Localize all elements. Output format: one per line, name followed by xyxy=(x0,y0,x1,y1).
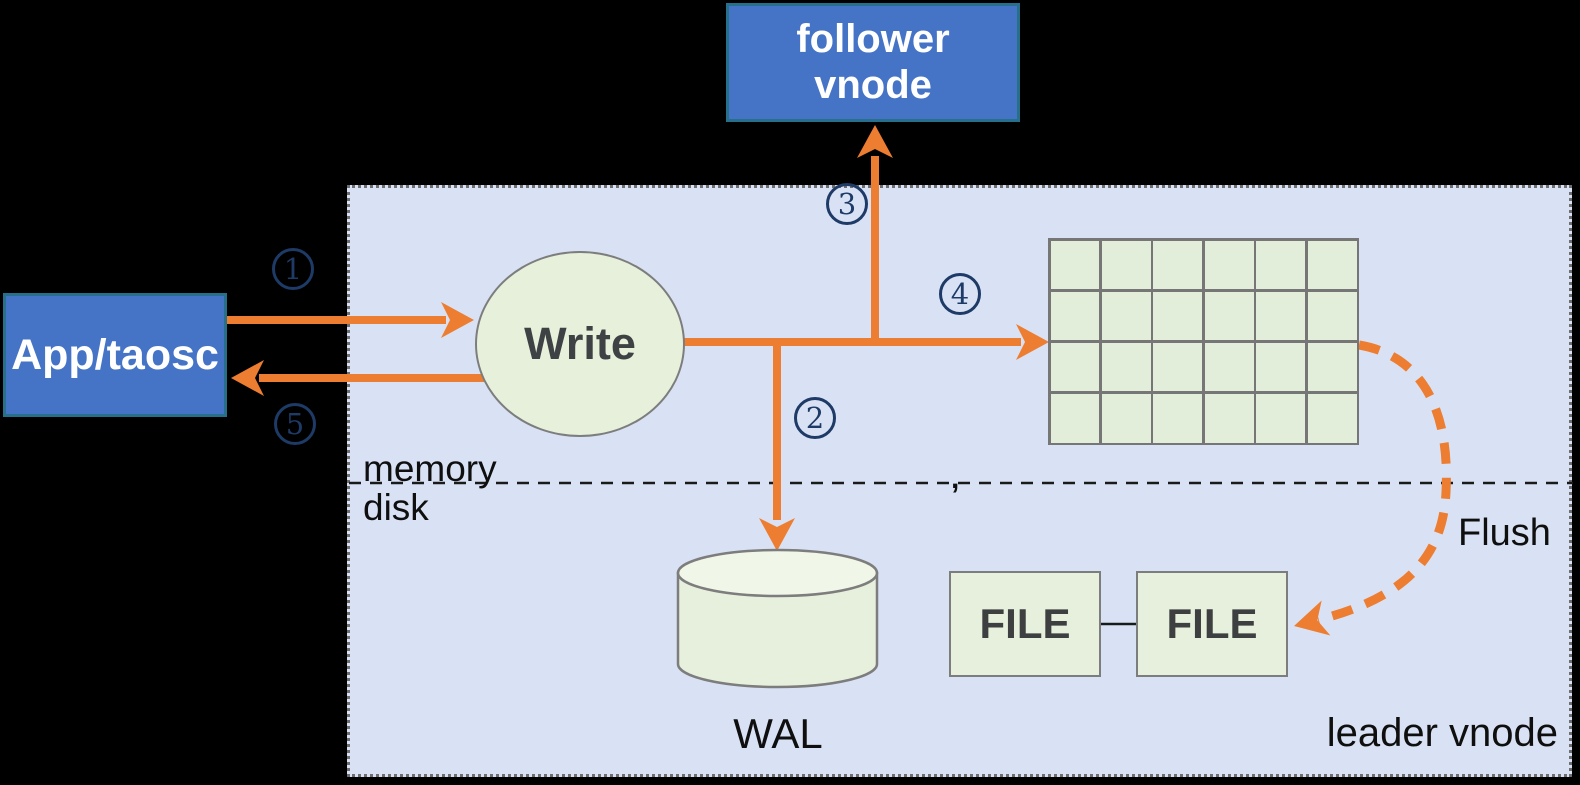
wal-label: WAL xyxy=(733,710,823,757)
divider-stray-mark: , xyxy=(951,462,960,495)
file-label-1: FILE xyxy=(979,600,1071,647)
follower-vnode-node: follower vnode xyxy=(726,3,1020,122)
memtable-cell xyxy=(1204,342,1254,392)
memtable-cell xyxy=(1050,291,1100,341)
step-3-number: 3 xyxy=(837,186,857,221)
disk-label: disk xyxy=(363,487,429,528)
step-1-badge: 1 xyxy=(272,248,314,290)
memtable-cell xyxy=(1204,291,1254,341)
memtable-cell xyxy=(1204,240,1254,290)
memtable-cell xyxy=(1101,393,1151,443)
step-4-number: 4 xyxy=(950,276,970,311)
step-3-badge: 3 xyxy=(826,183,868,225)
follower-vnode-label: follower vnode xyxy=(796,17,950,107)
step-5-number: 5 xyxy=(285,406,305,441)
memtable-cell xyxy=(1153,393,1203,443)
step-4-badge: 4 xyxy=(939,273,981,315)
memtable-cell xyxy=(1256,291,1306,341)
memtable-cell xyxy=(1256,240,1306,290)
flush-label: Flush xyxy=(1458,512,1551,554)
memtable-cell xyxy=(1307,342,1357,392)
step-2-number: 2 xyxy=(805,400,825,435)
write-label: Write xyxy=(524,318,636,369)
app-taosc-label: App/taosc xyxy=(11,330,219,379)
step-5-badge: 5 xyxy=(274,403,316,445)
memtable-grid xyxy=(1048,238,1359,445)
memtable-cell xyxy=(1050,342,1100,392)
memtable-cell xyxy=(1307,240,1357,290)
step-2-badge: 2 xyxy=(794,397,836,439)
write-node: Write xyxy=(475,251,685,437)
step-1-number: 1 xyxy=(283,251,303,286)
memtable-cell xyxy=(1256,342,1306,392)
memtable-cell xyxy=(1307,291,1357,341)
file-node-2: FILE xyxy=(1136,571,1288,677)
memtable-cell xyxy=(1153,291,1203,341)
memtable-cell xyxy=(1204,393,1254,443)
app-taosc-node: App/taosc xyxy=(3,293,227,417)
file-node-1: FILE xyxy=(949,571,1101,677)
memtable-cell xyxy=(1050,393,1100,443)
memtable-cell xyxy=(1101,342,1151,392)
memtable-cell xyxy=(1307,393,1357,443)
memory-label: memory xyxy=(363,448,497,489)
memtable-cell xyxy=(1153,342,1203,392)
leader-vnode-label: leader vnode xyxy=(1326,711,1558,755)
memtable-cell xyxy=(1256,393,1306,443)
file-label-2: FILE xyxy=(1166,600,1258,647)
memtable-cell xyxy=(1153,240,1203,290)
memtable-cell xyxy=(1050,240,1100,290)
memtable-cell xyxy=(1101,240,1151,290)
memtable-cell xyxy=(1101,291,1151,341)
